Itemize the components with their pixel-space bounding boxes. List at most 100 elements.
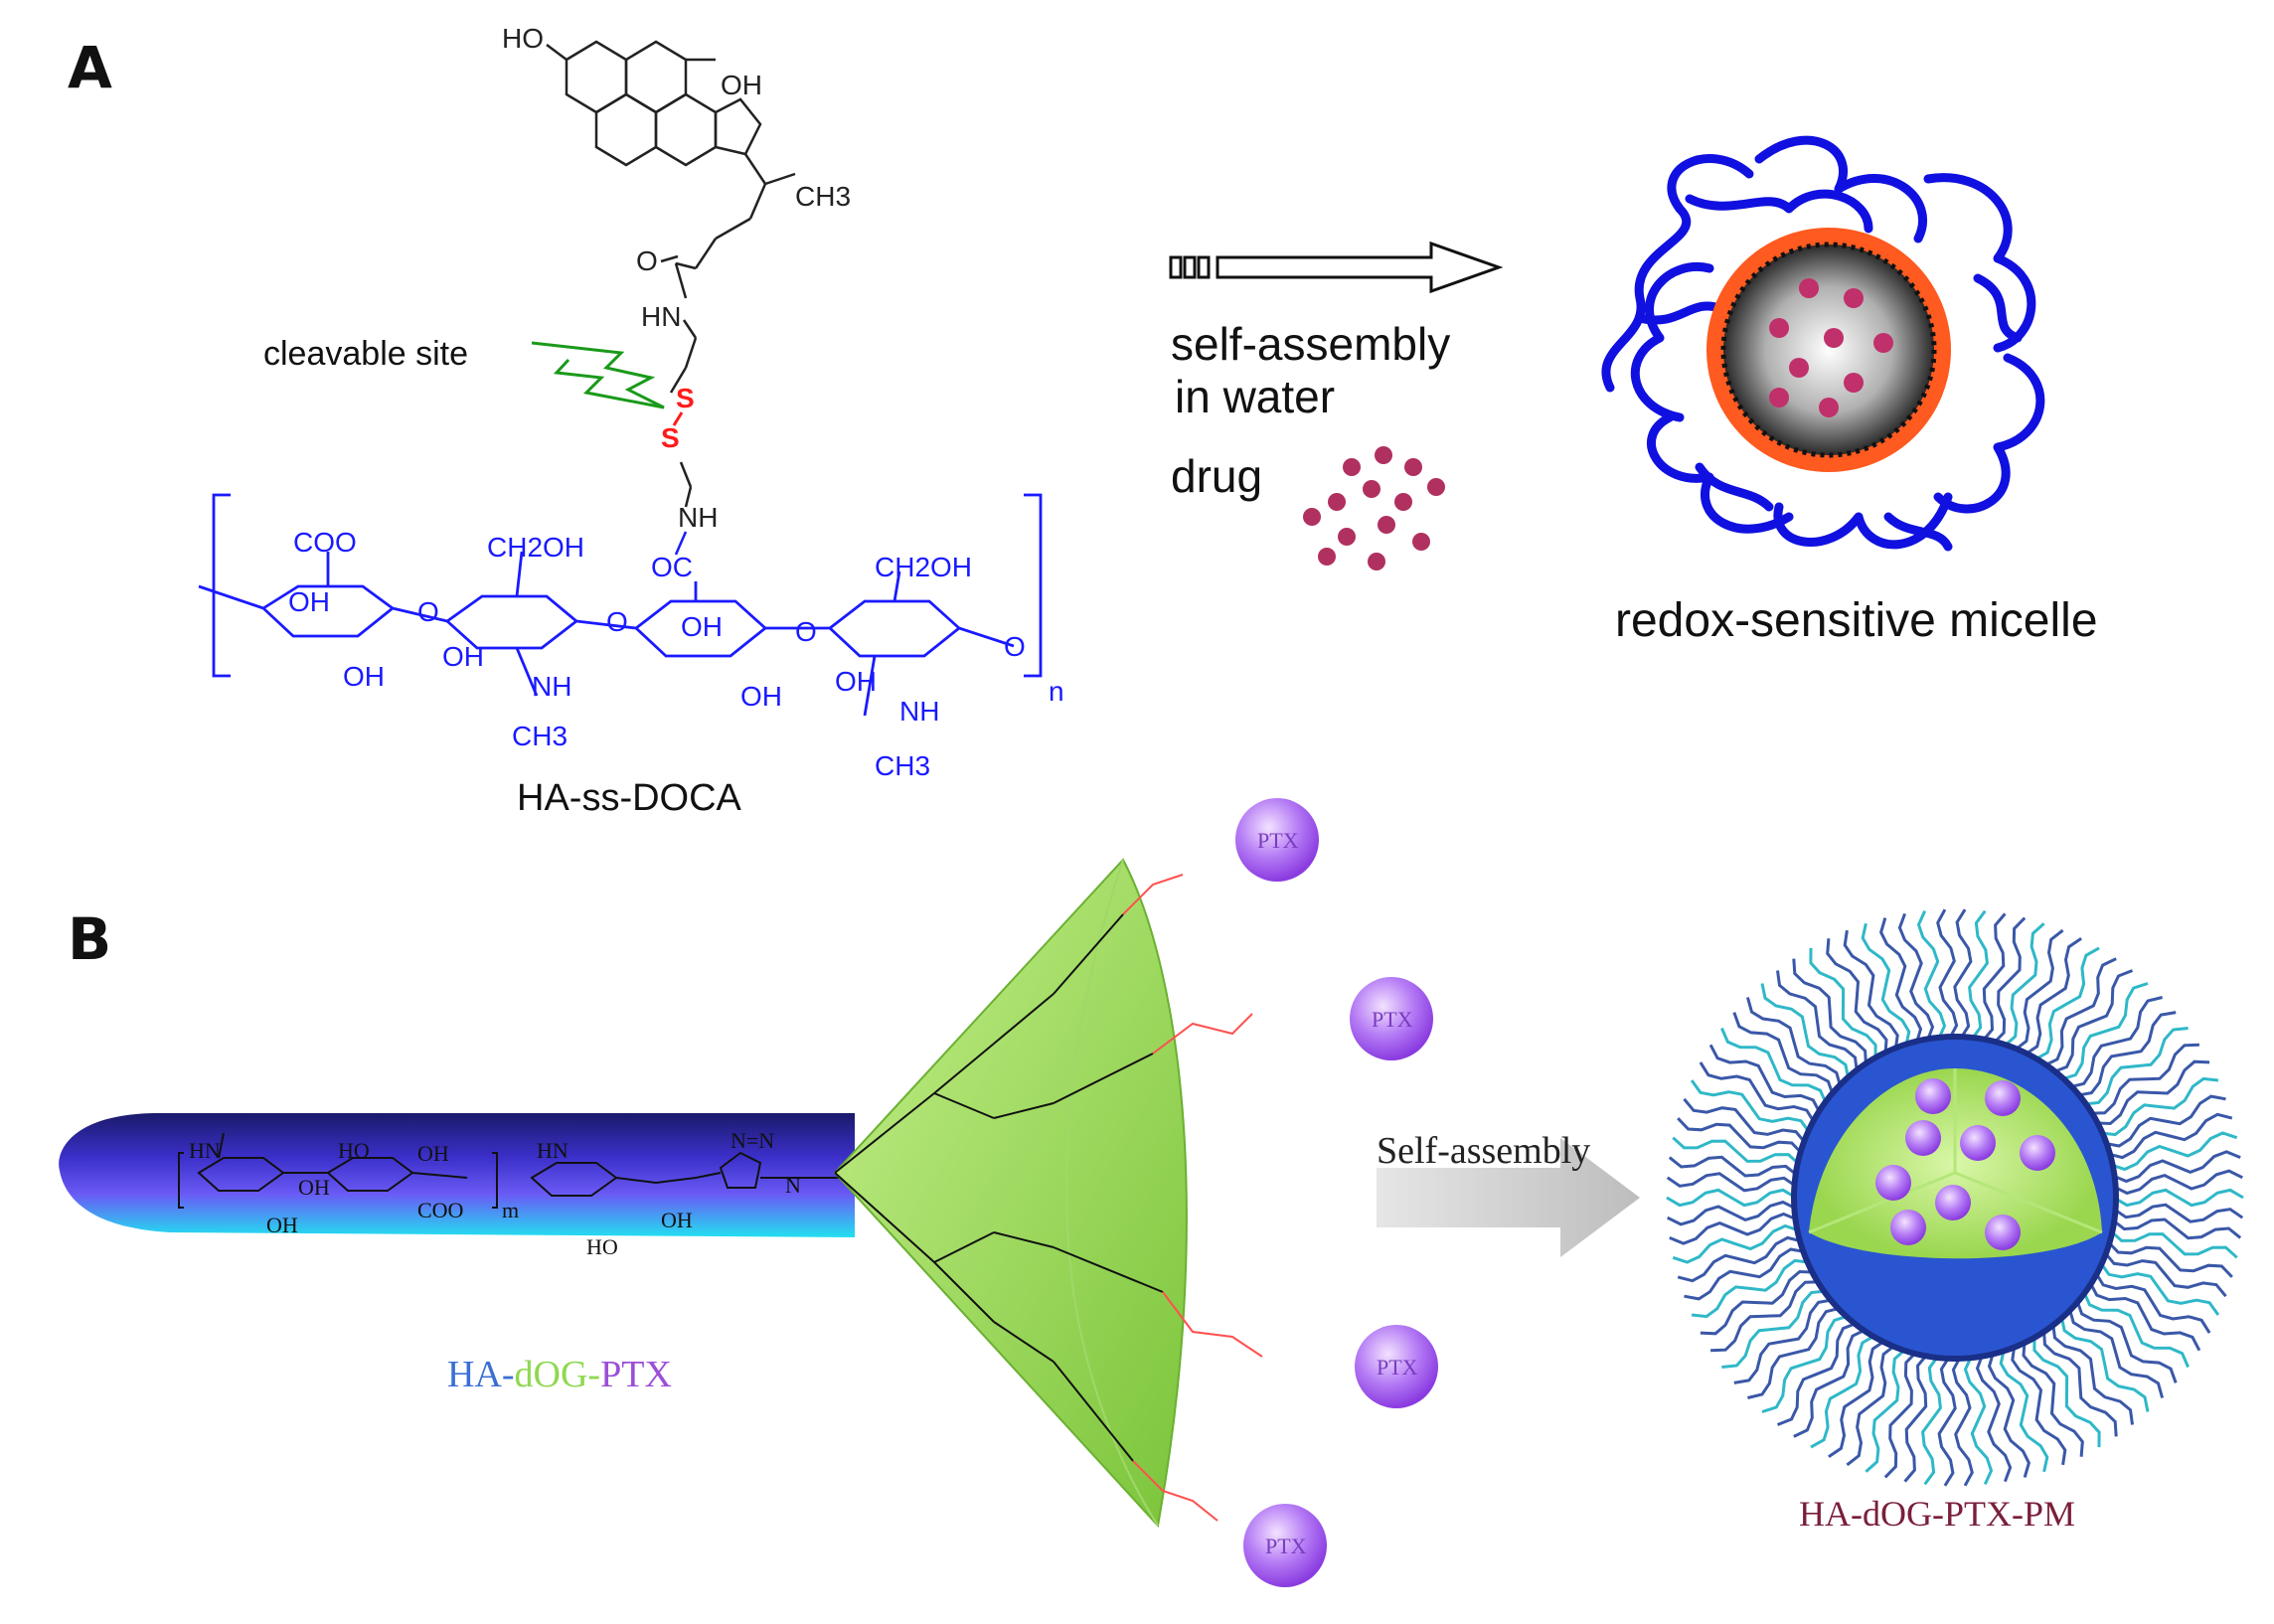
corona-strand <box>1878 917 1923 1045</box>
redox-micelle-label: redox-sensitive micelle <box>1615 594 2098 647</box>
chem-oc: OC <box>651 552 693 582</box>
corona-strand <box>1793 1328 1868 1438</box>
corona-strand <box>2112 1169 2243 1196</box>
corona-strand <box>1937 1356 1957 1487</box>
chem-oh-4: OH <box>681 611 723 642</box>
rod-coo: COO <box>417 1198 463 1222</box>
corona-strand <box>2075 1299 2178 1383</box>
chem-o-3: O <box>795 616 817 647</box>
chem-oh-5: OH <box>740 681 782 712</box>
corona-strand <box>1684 1247 1806 1301</box>
chem-ho-top: HO <box>502 23 544 54</box>
corona-strand <box>1683 1097 1807 1145</box>
label-part-dog: dOG- <box>515 1354 601 1395</box>
chem-o-1: O <box>417 596 439 627</box>
self-assembly-arrow-a <box>1169 241 1504 294</box>
label-part-ptx: PTX <box>600 1354 672 1395</box>
ptx-label-2: PTX <box>1372 1007 1413 1032</box>
self-assembly-arrow-b <box>1377 1138 1640 1257</box>
chem-ch3: CH3 <box>795 181 851 212</box>
corona-strand <box>2107 1112 2233 1160</box>
corona-strand <box>1669 1212 1799 1245</box>
rod-hn-2: HN <box>537 1138 568 1163</box>
corona-strand <box>2024 937 2082 1056</box>
corona-strand <box>1720 1027 1828 1105</box>
corona-strand <box>1897 912 1935 1042</box>
corona-strand <box>1999 1348 2049 1473</box>
micelle-drug-dots <box>1769 278 1893 417</box>
corona-strand <box>2060 982 2149 1081</box>
self-assembly-label-b: Self-assembly <box>1377 1130 1590 1172</box>
corona-strand <box>2042 957 2117 1067</box>
corona-strand <box>1826 938 1888 1056</box>
chem-hn: HN <box>641 301 681 332</box>
corona-strand <box>2095 1059 2210 1126</box>
cleavable-site-label: cleavable site <box>263 335 468 373</box>
corona-strand <box>2033 946 2100 1061</box>
chem-n-subscript: n <box>1049 676 1064 707</box>
corona-strand <box>1992 916 2027 1045</box>
green-dendron <box>833 858 1263 1529</box>
corona-strand <box>1776 1321 1859 1426</box>
corona-strand <box>1921 1355 1942 1486</box>
corona-strand <box>1828 1339 1886 1458</box>
corona-strand <box>1733 1298 1834 1384</box>
corona-strand <box>1690 1079 1812 1134</box>
rod-n: N <box>785 1173 801 1198</box>
corona-strand <box>1903 1353 1929 1483</box>
corona-strand <box>1672 1223 1800 1264</box>
corona-strand <box>2112 1203 2244 1223</box>
ha-ss-doca-label: HA-ss-DOCA <box>517 777 742 819</box>
corona-strand <box>2111 1218 2242 1240</box>
corona-strand <box>1846 1344 1897 1467</box>
rod-hn-1: HN <box>189 1138 221 1163</box>
corona-strand <box>1708 1044 1822 1114</box>
corona-strand <box>1861 922 1911 1048</box>
pm-ptx-dots <box>1875 1078 2055 1250</box>
cleavable-lightning-icon <box>531 341 665 409</box>
chem-ch3-ring-2: CH3 <box>875 750 930 781</box>
rod-ho: HO <box>338 1138 370 1163</box>
corona-strand <box>1843 929 1899 1051</box>
micelle-shell-coils <box>1601 135 2045 552</box>
corona-strand <box>1677 1117 1804 1155</box>
panel-a-letter: A <box>68 34 112 101</box>
corona-strand <box>2110 1131 2238 1172</box>
rod-oh-1: OH <box>417 1141 449 1166</box>
corona-strand <box>2051 1322 2134 1425</box>
corona-strand <box>1981 912 2007 1043</box>
ha-rod <box>59 1113 855 1237</box>
corona-strand <box>2106 1240 2233 1278</box>
corona-strand <box>1987 1351 2031 1478</box>
corona-strand <box>2011 1345 2067 1466</box>
corona-strand <box>1951 1356 1974 1487</box>
corona-strand <box>1883 1351 1918 1479</box>
rod-oh-4: OH <box>661 1208 693 1232</box>
corona-strand <box>2109 1229 2238 1259</box>
corona-strand <box>1776 970 1859 1073</box>
corona-strand <box>2088 1281 2201 1352</box>
corona-strand <box>1760 983 1851 1080</box>
ptx-label-1: PTX <box>1257 828 1299 853</box>
doca-steroid-structure <box>546 40 796 299</box>
corona-strand <box>2042 1329 2118 1437</box>
corona-strand <box>1916 909 1947 1041</box>
corona-strand <box>1710 1280 1821 1353</box>
linker-chain <box>669 319 698 508</box>
corona-strand <box>1936 908 1959 1040</box>
corona-strand <box>2111 1150 2241 1184</box>
corona-strand <box>2022 1340 2084 1457</box>
corona-strand <box>2067 1307 2165 1398</box>
corona-strand <box>2089 1043 2199 1115</box>
rod-m-subscript: m <box>502 1198 519 1222</box>
corona-strand <box>2094 1271 2211 1334</box>
chem-o-4: O <box>1004 631 1026 662</box>
corona-strand <box>1667 1200 1798 1226</box>
corona-strand <box>1677 1235 1803 1283</box>
corona-strand <box>1672 1136 1801 1166</box>
corona-strand <box>1809 947 1877 1060</box>
corona-strand <box>1699 1061 1816 1124</box>
corona-strand <box>1732 1012 1835 1096</box>
corona-strand <box>1700 1269 1815 1336</box>
rod-oh-3: OH <box>266 1213 298 1237</box>
